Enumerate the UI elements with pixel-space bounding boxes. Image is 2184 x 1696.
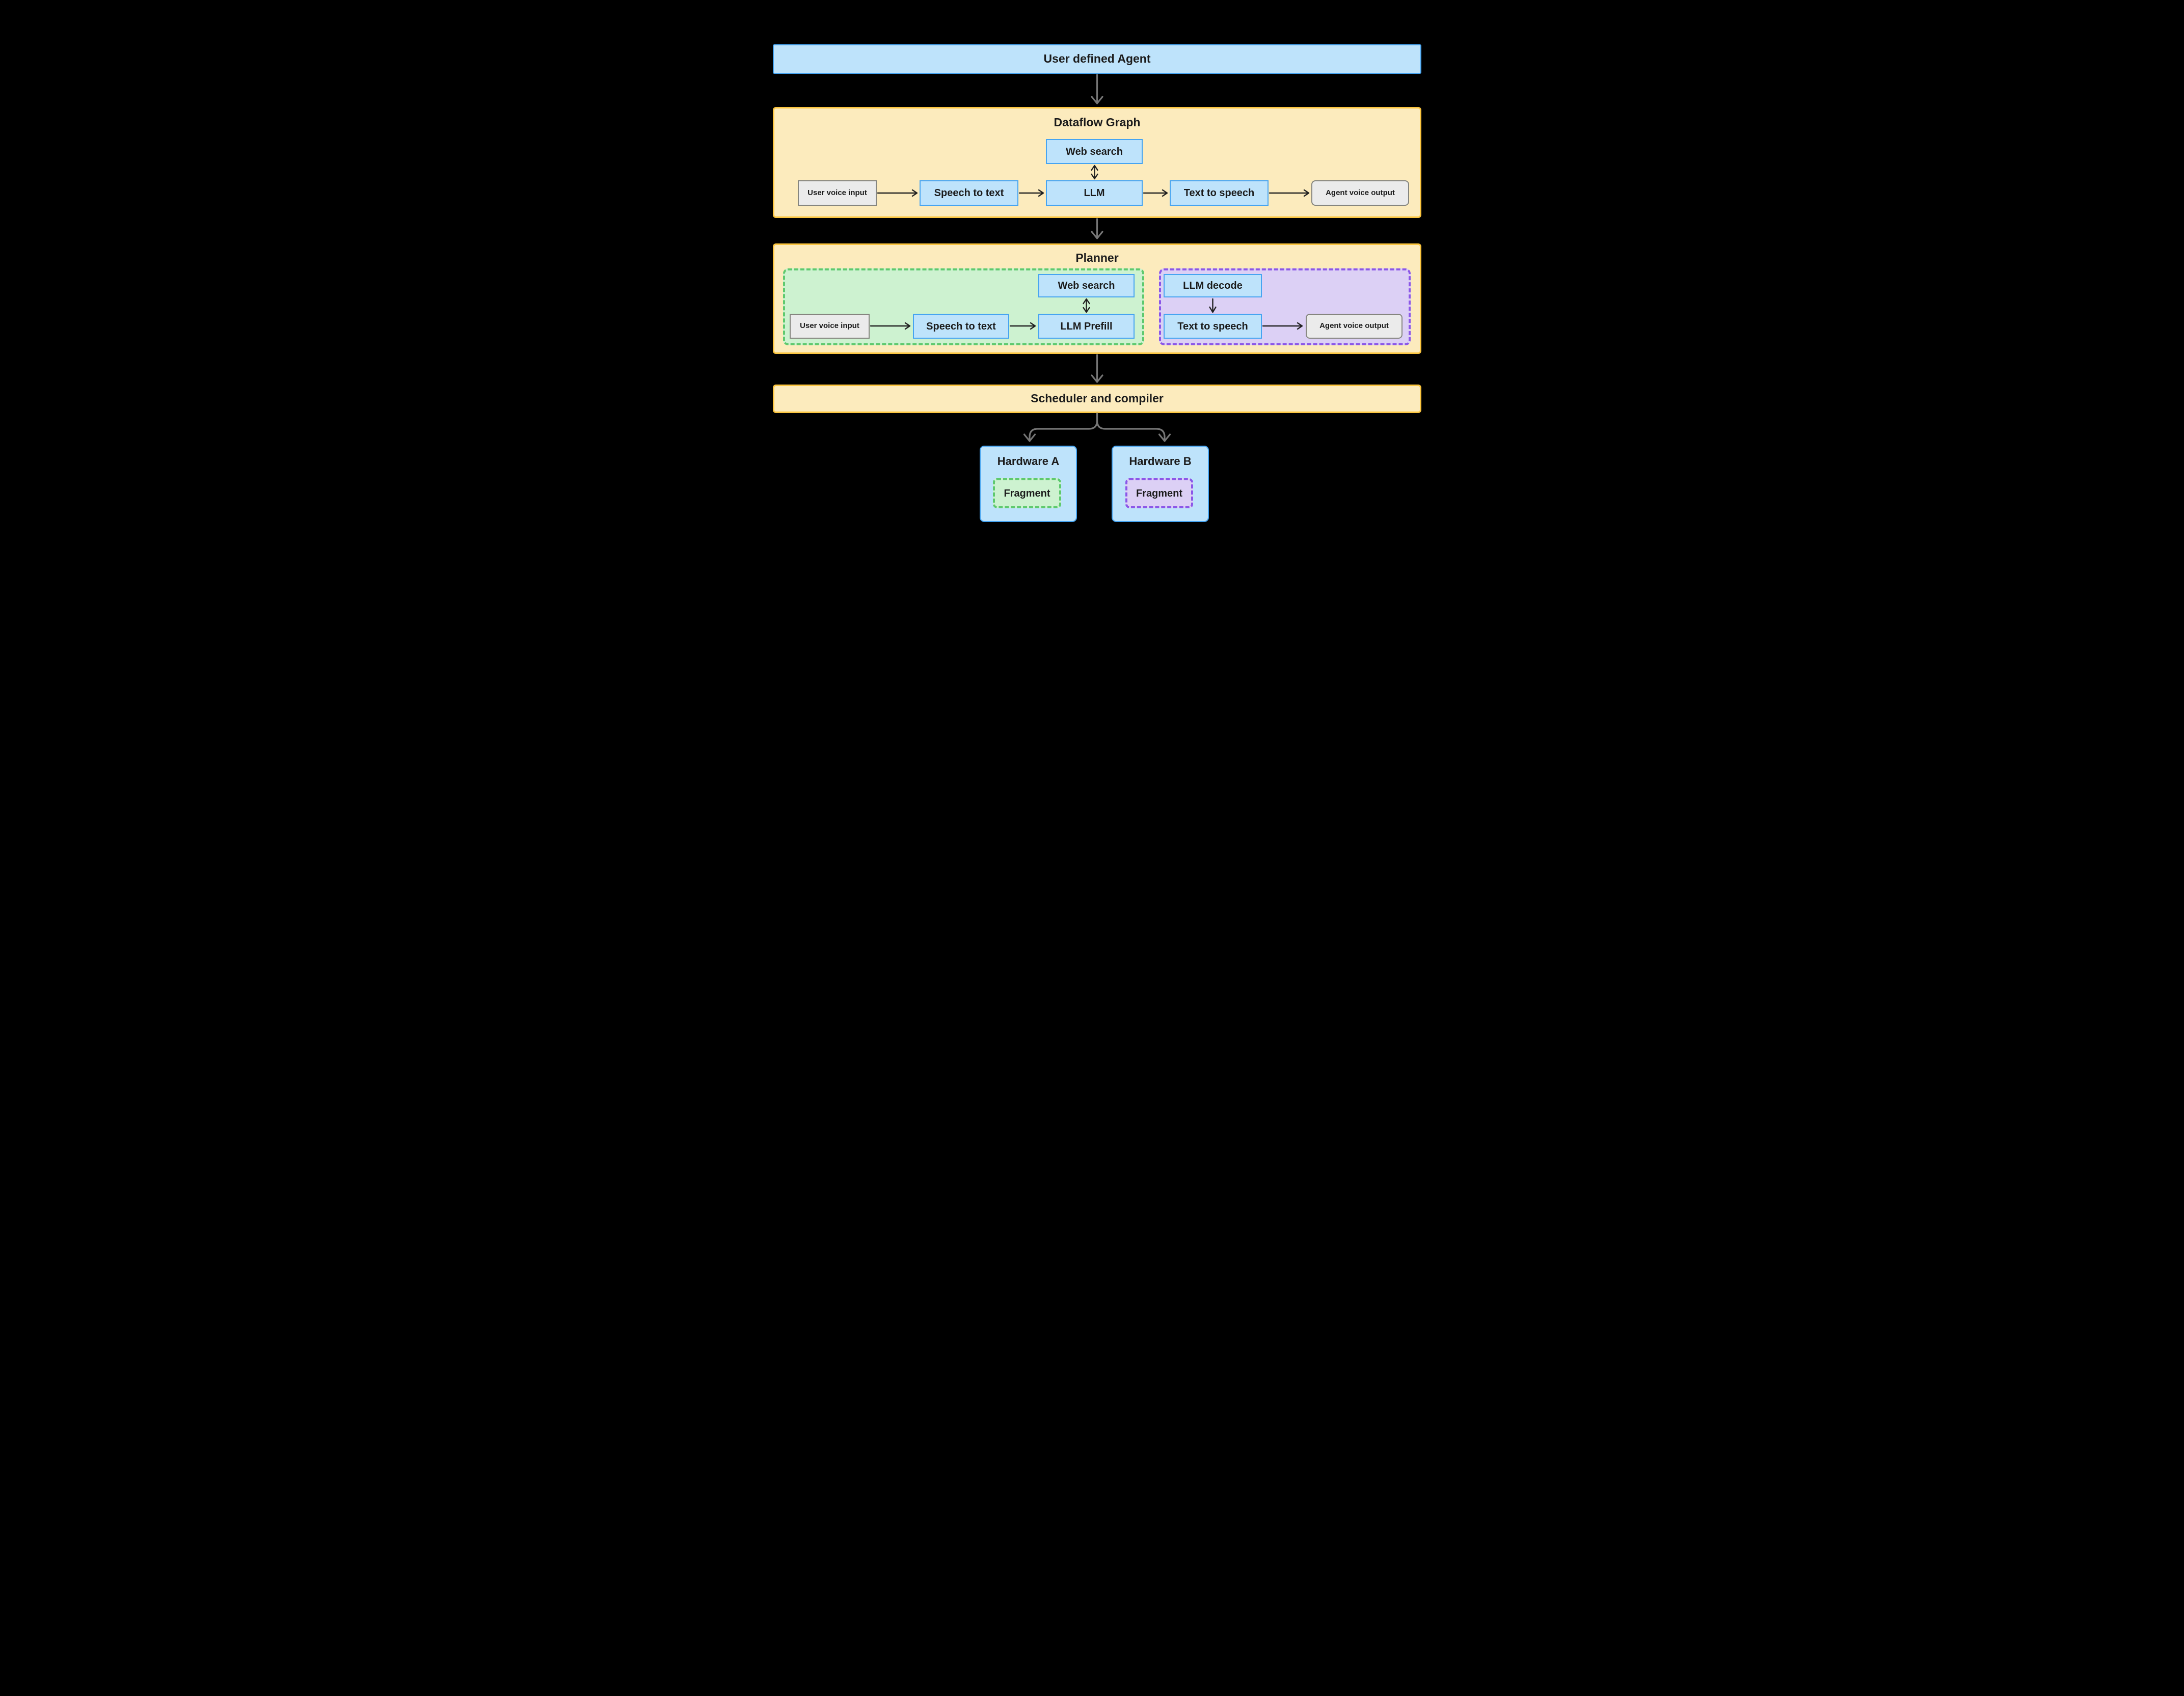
- hardware-b-fragment-box: Fragment: [1125, 478, 1193, 508]
- dataflow-llm-node: LLM: [1046, 180, 1143, 206]
- arrow-scheduler-to-hardware-a-icon: [1023, 413, 1098, 442]
- scheduler-compiler-label: Scheduler and compiler: [1031, 392, 1164, 405]
- planner-llm-decode-label: LLM decode: [1183, 280, 1243, 291]
- dataflow-graph-title: Dataflow Graph: [1054, 116, 1141, 129]
- hardware-b-fragment-label: Fragment: [1136, 487, 1183, 499]
- dataflow-text-to-speech-label: Text to speech: [1183, 187, 1255, 199]
- hardware-a-fragment-label: Fragment: [1004, 487, 1050, 499]
- planner-user-voice-input-label: User voice input: [800, 321, 859, 331]
- planner-user-voice-input-node: User voice input: [790, 314, 870, 339]
- diagram-canvas: User defined Agent Dataflow Graph Web se…: [728, 0, 1456, 565]
- hardware-a-fragment-box: Fragment: [993, 478, 1061, 508]
- planner-web-search-node: Web search: [1038, 274, 1135, 297]
- planner-llm-prefill-label: LLM Prefill: [1060, 320, 1113, 332]
- dataflow-user-voice-input-node: User voice input: [798, 180, 877, 206]
- planner-llm-prefill-node: LLM Prefill: [1038, 314, 1135, 339]
- dataflow-web-search-node: Web search: [1046, 139, 1143, 164]
- dataflow-text-to-speech-node: Text to speech: [1170, 180, 1269, 206]
- dataflow-llm-label: LLM: [1084, 187, 1105, 199]
- planner-text-to-speech-label: Text to speech: [1177, 320, 1248, 332]
- planner-title: Planner: [1075, 251, 1119, 264]
- arrow-scheduler-to-hardware-b-icon: [1096, 413, 1171, 442]
- dataflow-speech-to-text-label: Speech to text: [934, 187, 1004, 199]
- dataflow-agent-voice-output-node: Agent voice output: [1311, 180, 1409, 206]
- arrow-agent-to-dataflow-icon: [1091, 74, 1103, 104]
- planner-text-to-speech-node: Text to speech: [1164, 314, 1262, 339]
- dataflow-speech-to-text-node: Speech to text: [920, 180, 1018, 206]
- dataflow-user-voice-input-label: User voice input: [807, 188, 867, 197]
- planner-speech-to-text-label: Speech to text: [926, 320, 996, 332]
- scheduler-compiler-box: Scheduler and compiler: [773, 385, 1421, 413]
- arrow-dataflow-to-planner-icon: [1091, 218, 1103, 239]
- planner-agent-voice-output-node: Agent voice output: [1306, 314, 1403, 339]
- user-defined-agent-label: User defined Agent: [1043, 52, 1151, 66]
- hardware-a-label: Hardware A: [997, 455, 1060, 468]
- dataflow-agent-voice-output-label: Agent voice output: [1326, 188, 1395, 197]
- planner-agent-voice-output-label: Agent voice output: [1319, 321, 1389, 331]
- planner-web-search-label: Web search: [1058, 280, 1115, 291]
- planner-speech-to-text-node: Speech to text: [913, 314, 1009, 339]
- user-defined-agent-box: User defined Agent: [773, 44, 1421, 74]
- arrow-planner-to-scheduler-icon: [1091, 354, 1103, 383]
- dataflow-web-search-label: Web search: [1066, 146, 1123, 157]
- planner-llm-decode-node: LLM decode: [1164, 274, 1262, 297]
- hardware-b-label: Hardware B: [1129, 455, 1192, 468]
